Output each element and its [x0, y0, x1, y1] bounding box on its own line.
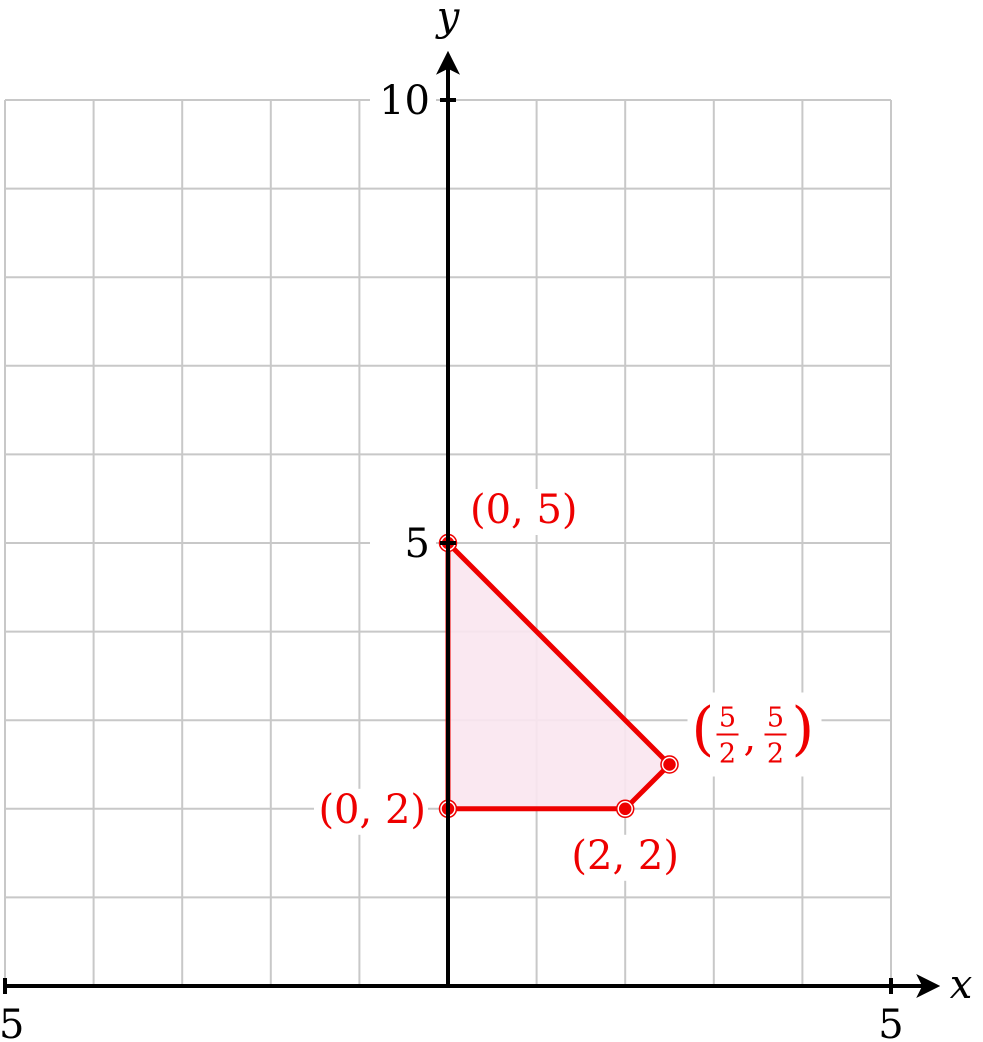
point-label-fraction: (52,52): [687, 692, 822, 777]
fraction-numerator: 5: [719, 703, 736, 734]
comma: ,: [744, 715, 757, 761]
y-axis-label: y: [435, 0, 461, 40]
vertex-point: [617, 801, 633, 817]
right-paren: ): [792, 695, 815, 763]
x-axis-label: x: [950, 962, 973, 1008]
left-paren: (: [692, 695, 715, 763]
y-tick-label-bg: [370, 521, 436, 565]
vertex-point: [661, 756, 678, 773]
fraction-denominator: 2: [767, 739, 784, 770]
fraction-denominator: 2: [719, 739, 736, 770]
point-label-bg: [687, 692, 822, 777]
point-label: (0, 5): [470, 487, 578, 533]
point-label-bg: [314, 788, 428, 835]
y-tick-label-bg: [370, 78, 436, 122]
axes: [3, 50, 941, 998]
y-tick-label: 5: [405, 521, 430, 567]
fraction-numerator: 5: [767, 703, 784, 734]
region-layer: [438, 533, 679, 819]
point-label-bg: [468, 489, 582, 535]
vertex-point-ring: [615, 799, 635, 819]
x-tick-label: 5: [878, 1002, 903, 1042]
x-tick-label: -5: [0, 1002, 24, 1042]
vertex-point-ring: [660, 755, 679, 774]
point-label: (0, 2): [318, 787, 426, 833]
point-label: (2, 2): [571, 833, 679, 879]
feasible-region: [445, 540, 672, 812]
y-tick-label: 10: [379, 78, 430, 124]
point-label-bg: [568, 834, 683, 881]
